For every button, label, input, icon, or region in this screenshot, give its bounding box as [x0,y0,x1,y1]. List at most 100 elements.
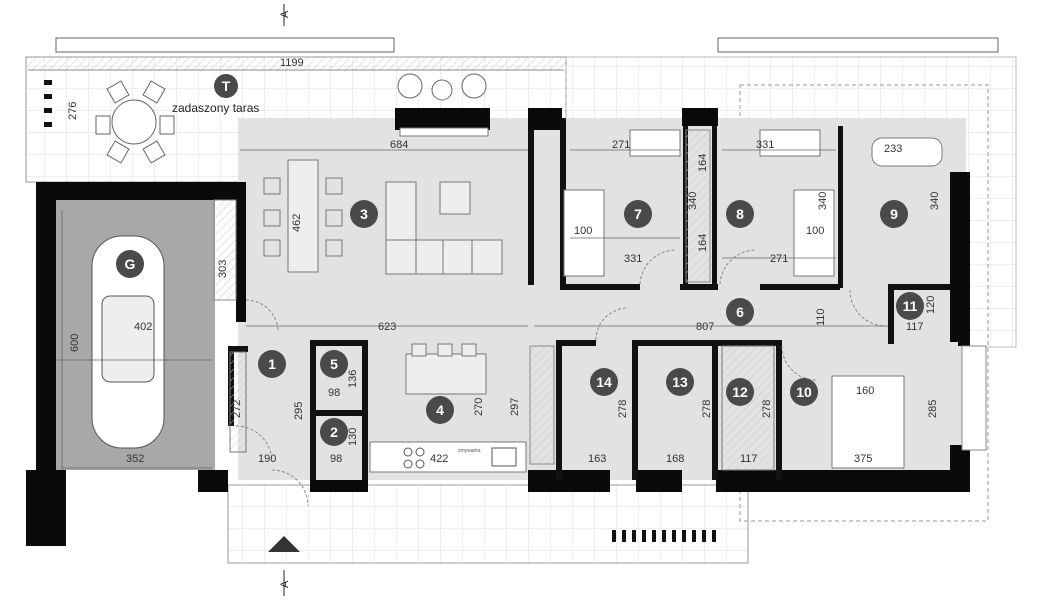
terrace-loungers [397,73,487,101]
front-entrance-paving [227,484,749,564]
wardrobe-hall [685,129,711,283]
dim-text: 340 [929,192,941,210]
cooktop [403,447,425,469]
dim-text: 130 [347,428,359,446]
room-number: 7 [634,206,642,222]
dim-text: 422 [430,453,448,465]
room-badge [590,368,618,396]
roof-overhang-left [55,37,395,53]
dim-text: 117 [740,453,758,465]
garage-badge-text: G [125,256,136,272]
room-badge [726,298,754,326]
sofa [385,181,503,275]
room-number: 6 [736,304,744,320]
dim-text: 100 [574,225,592,237]
dishwasher-label: zmywarka [458,448,481,454]
bed-room-7 [563,189,605,277]
dim-text: 270 [473,398,485,416]
desk-room-7 [629,129,681,157]
room-badge [426,396,454,424]
dim-text: 375 [854,453,872,465]
kitchen-counter [369,441,527,473]
dim-text: 190 [258,453,276,465]
garage-shelf [213,199,237,301]
dim-text: 285 [927,400,939,418]
dim-text: 271 [770,253,788,265]
terrace-table [95,80,175,164]
room-badge [350,200,378,228]
bathtub [871,137,943,167]
right-window [961,345,987,451]
room-number: 8 [736,206,744,222]
dim-text: 120 [925,296,937,314]
section-mark-bottom: A [279,580,291,588]
room-badge [320,418,348,446]
room-number: 5 [330,356,338,372]
wardrobe-12 [721,345,775,471]
pantry-shelf [529,345,555,465]
room-badge [726,200,754,228]
dim-text: 623 [378,321,396,333]
dim-text: 276 [67,102,79,120]
dim-text: 117 [906,321,924,333]
dim-text: 98 [328,387,340,399]
room-badge [896,292,924,320]
dim-text: 136 [347,370,359,388]
room-badge [726,378,754,406]
room-badge [790,378,818,406]
room-number: 13 [672,374,688,390]
dim-text: 160 [856,385,874,397]
dim-text: 163 [588,453,606,465]
bed-room-10 [831,375,905,469]
side-ticks [44,80,52,127]
dim-text: 352 [126,453,144,465]
dim-text: 600 [69,334,81,352]
dim-text: 278 [617,400,629,418]
room-number: 1 [268,356,276,372]
room-number: 14 [596,374,612,390]
garage-badge [116,250,144,278]
dim-text: 807 [696,321,714,333]
dining-table [263,159,343,273]
kitchen-island [405,343,487,395]
entrance-arrow [268,536,300,552]
dimension-texts: 1199 276 684 462 271 340 100 331 164 164… [67,57,941,465]
room-badge [666,368,694,396]
dim-text: 110 [815,308,827,326]
dim-text: 168 [666,453,684,465]
terrace-label: zadaszony taras [172,101,259,115]
room-number: 4 [436,402,444,418]
dim-text: 331 [756,139,774,151]
dim-text: 331 [624,253,642,265]
room-badge [320,350,348,378]
room-badges: 1 2 3 4 5 6 7 8 9 10 11 12 13 14 [258,200,924,446]
dim-text: 98 [330,453,342,465]
dim-text: 233 [884,143,902,155]
room-number: 10 [796,384,812,400]
terrace-badge [214,74,238,98]
dim-text: 684 [390,139,408,151]
garage-apron [55,470,215,490]
room-number: 2 [330,424,338,440]
dim-text: 272 [231,400,243,418]
dim-text: 271 [612,139,630,151]
dim-text: 100 [806,225,824,237]
terrace-roof-band [26,57,566,71]
car [91,235,165,449]
dim-text: 340 [817,192,829,210]
section-mark-top: A [279,10,291,18]
dim-text: 278 [701,400,713,418]
exterior-walls [26,108,970,546]
room-number: 9 [890,206,898,222]
dim-text: 402 [134,321,152,333]
tv-unit [399,127,489,137]
room-badge [880,200,908,228]
roof-overhang-right [717,37,999,53]
dim-text: 164 [697,234,709,252]
room-badge [624,200,652,228]
desk-room-8 [759,129,821,157]
terrace-badge-text: T [222,78,231,94]
room-number: 3 [360,206,368,222]
room-number: 11 [903,298,918,314]
